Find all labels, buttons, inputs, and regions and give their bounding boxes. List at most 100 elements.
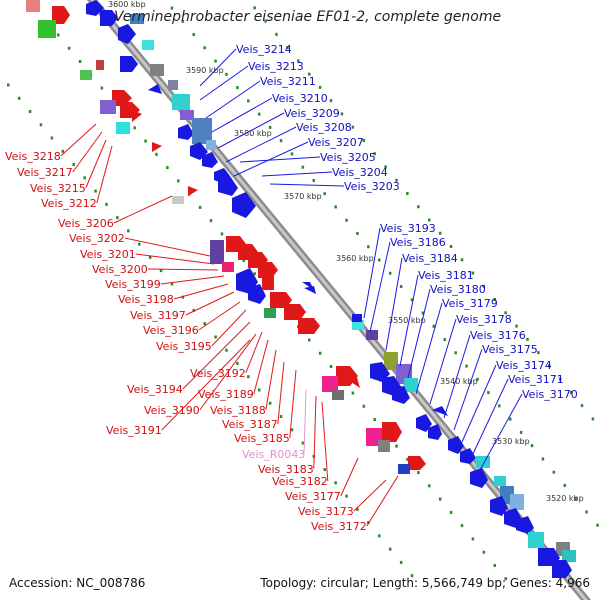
gene-label[interactable]: Veis_3204 — [332, 166, 388, 179]
guide-dot — [144, 139, 147, 143]
gene-labels: Veis_3214Veis_3213Veis_3211Veis_3210Veis… — [5, 43, 578, 533]
guide-dot — [268, 125, 272, 129]
guide-dot — [406, 191, 409, 195]
gene-label[interactable]: Veis_3207 — [308, 136, 364, 149]
gene-label[interactable]: Veis_3209 — [284, 107, 340, 120]
gene-label[interactable]: Veis_3205 — [320, 151, 376, 164]
guide-dot — [351, 125, 355, 129]
guide-dot — [476, 377, 479, 381]
gene-label[interactable]: Veis_3182 — [272, 475, 328, 488]
gene-label[interactable]: Veis_3178 — [456, 313, 512, 326]
gene-label[interactable]: Veis_3212 — [41, 197, 97, 210]
gene-label[interactable]: Veis_3174 — [496, 359, 552, 372]
gene-label[interactable]: Veis_3210 — [272, 92, 328, 105]
gene-block — [378, 440, 390, 452]
gene-label[interactable]: Veis_3199 — [105, 278, 161, 291]
gene-block — [476, 456, 490, 468]
gene-label[interactable]: Veis_3211 — [260, 75, 316, 88]
gene-label[interactable]: Veis_3200 — [92, 263, 148, 276]
gene-label[interactable]: Veis_3196 — [143, 324, 199, 337]
gene-block — [26, 0, 40, 12]
label-leader-line — [340, 457, 359, 497]
gene-label[interactable]: Veis_3181 — [418, 269, 474, 282]
label-leader-line — [135, 253, 215, 265]
gene-label[interactable]: Veis_3198 — [118, 293, 174, 306]
guide-dot — [253, 6, 256, 10]
gene-arrow — [432, 406, 448, 416]
gene-features — [26, 0, 576, 578]
guide-dot — [493, 298, 496, 302]
label-leader-line — [407, 288, 431, 379]
gene-label[interactable]: Veis_3179 — [442, 297, 498, 310]
gene-label[interactable]: Veis_3206 — [58, 217, 114, 230]
label-leader-line — [363, 227, 381, 319]
gene-arrow — [552, 560, 572, 578]
gene-label[interactable]: Veis_3188 — [210, 404, 266, 417]
label-leader-line — [199, 65, 249, 101]
guide-dot — [438, 497, 442, 501]
gene-label[interactable]: Veis_3193 — [380, 222, 436, 235]
gene-label[interactable]: Veis_3173 — [298, 505, 354, 518]
label-leader-line — [277, 361, 285, 425]
guide-dot — [482, 550, 486, 554]
guide-dot — [362, 138, 366, 142]
label-leader-line — [471, 378, 509, 457]
gene-label[interactable]: Veis_3185 — [234, 432, 290, 445]
gene-label[interactable]: Veis_3194 — [127, 383, 183, 396]
gene-block — [172, 196, 184, 204]
gene-label[interactable]: Veis_3180 — [430, 283, 486, 296]
kbp-tick-label: 3590 kbp — [186, 66, 224, 75]
gene-label[interactable]: Veis_3201 — [80, 248, 136, 261]
gene-label[interactable]: Veis_3213 — [248, 60, 304, 73]
guide-dot — [318, 85, 322, 89]
gene-label[interactable]: Veis_3208 — [296, 121, 352, 134]
gene-label[interactable]: Veis_3197 — [130, 309, 186, 322]
gene-label[interactable]: Veis_3191 — [106, 424, 162, 437]
gene-label[interactable]: Veis_3171 — [508, 373, 564, 386]
label-leader-line — [353, 479, 387, 512]
gene-label[interactable]: Veis_3189 — [198, 388, 254, 401]
rna-gene-label[interactable]: Veis_R0043 — [242, 448, 305, 461]
gene-label[interactable]: Veis_3217 — [17, 166, 73, 179]
gene-label[interactable]: Veis_3215 — [30, 182, 86, 195]
guide-dot — [312, 178, 316, 182]
gene-label[interactable]: Veis_3203 — [344, 180, 400, 193]
gene-label[interactable]: Veis_3172 — [311, 520, 367, 533]
guide-dot — [301, 441, 305, 445]
guide-dot — [378, 258, 381, 262]
gene-label[interactable]: Veis_3186 — [390, 236, 446, 249]
gene-label[interactable]: Veis_3190 — [144, 404, 200, 417]
label-leader-line — [239, 156, 321, 163]
label-leaders — [60, 48, 523, 527]
gene-label[interactable]: Veis_3214 — [236, 43, 292, 56]
gene-label[interactable]: Veis_3202 — [69, 232, 125, 245]
gene-label[interactable]: Veis_3176 — [470, 329, 526, 342]
gene-block — [332, 390, 344, 400]
gene-label[interactable]: Veis_3184 — [402, 252, 458, 265]
label-leader-line — [253, 339, 269, 395]
gene-label[interactable]: Veis_3218 — [5, 150, 61, 163]
label-leader-line — [415, 302, 443, 395]
gene-label[interactable]: Veis_3183 — [258, 463, 314, 476]
gene-label[interactable]: Veis_3192 — [190, 367, 246, 380]
guide-dot — [181, 19, 185, 23]
gene-label[interactable]: Veis_3187 — [222, 418, 278, 431]
guide-dot — [290, 152, 294, 156]
guide-dot — [428, 218, 431, 222]
gene-label[interactable]: Veis_3195 — [156, 340, 212, 353]
guide-dot — [177, 179, 180, 183]
gene-label[interactable]: Veis_3170 — [522, 388, 578, 401]
gene-block — [80, 70, 92, 80]
gene-arrow — [258, 262, 278, 278]
guide-dot — [580, 404, 584, 408]
guide-dot — [482, 284, 486, 288]
guide-dot — [345, 494, 348, 498]
guide-dot — [367, 245, 370, 249]
guide-dot — [373, 152, 376, 156]
gene-label[interactable]: Veis_3175 — [482, 343, 538, 356]
gene-label[interactable]: Veis_3177 — [285, 490, 341, 503]
gene-arrow — [284, 304, 306, 320]
label-leader-line — [211, 309, 247, 347]
gene-block — [222, 262, 234, 272]
label-leader-line — [385, 257, 403, 351]
